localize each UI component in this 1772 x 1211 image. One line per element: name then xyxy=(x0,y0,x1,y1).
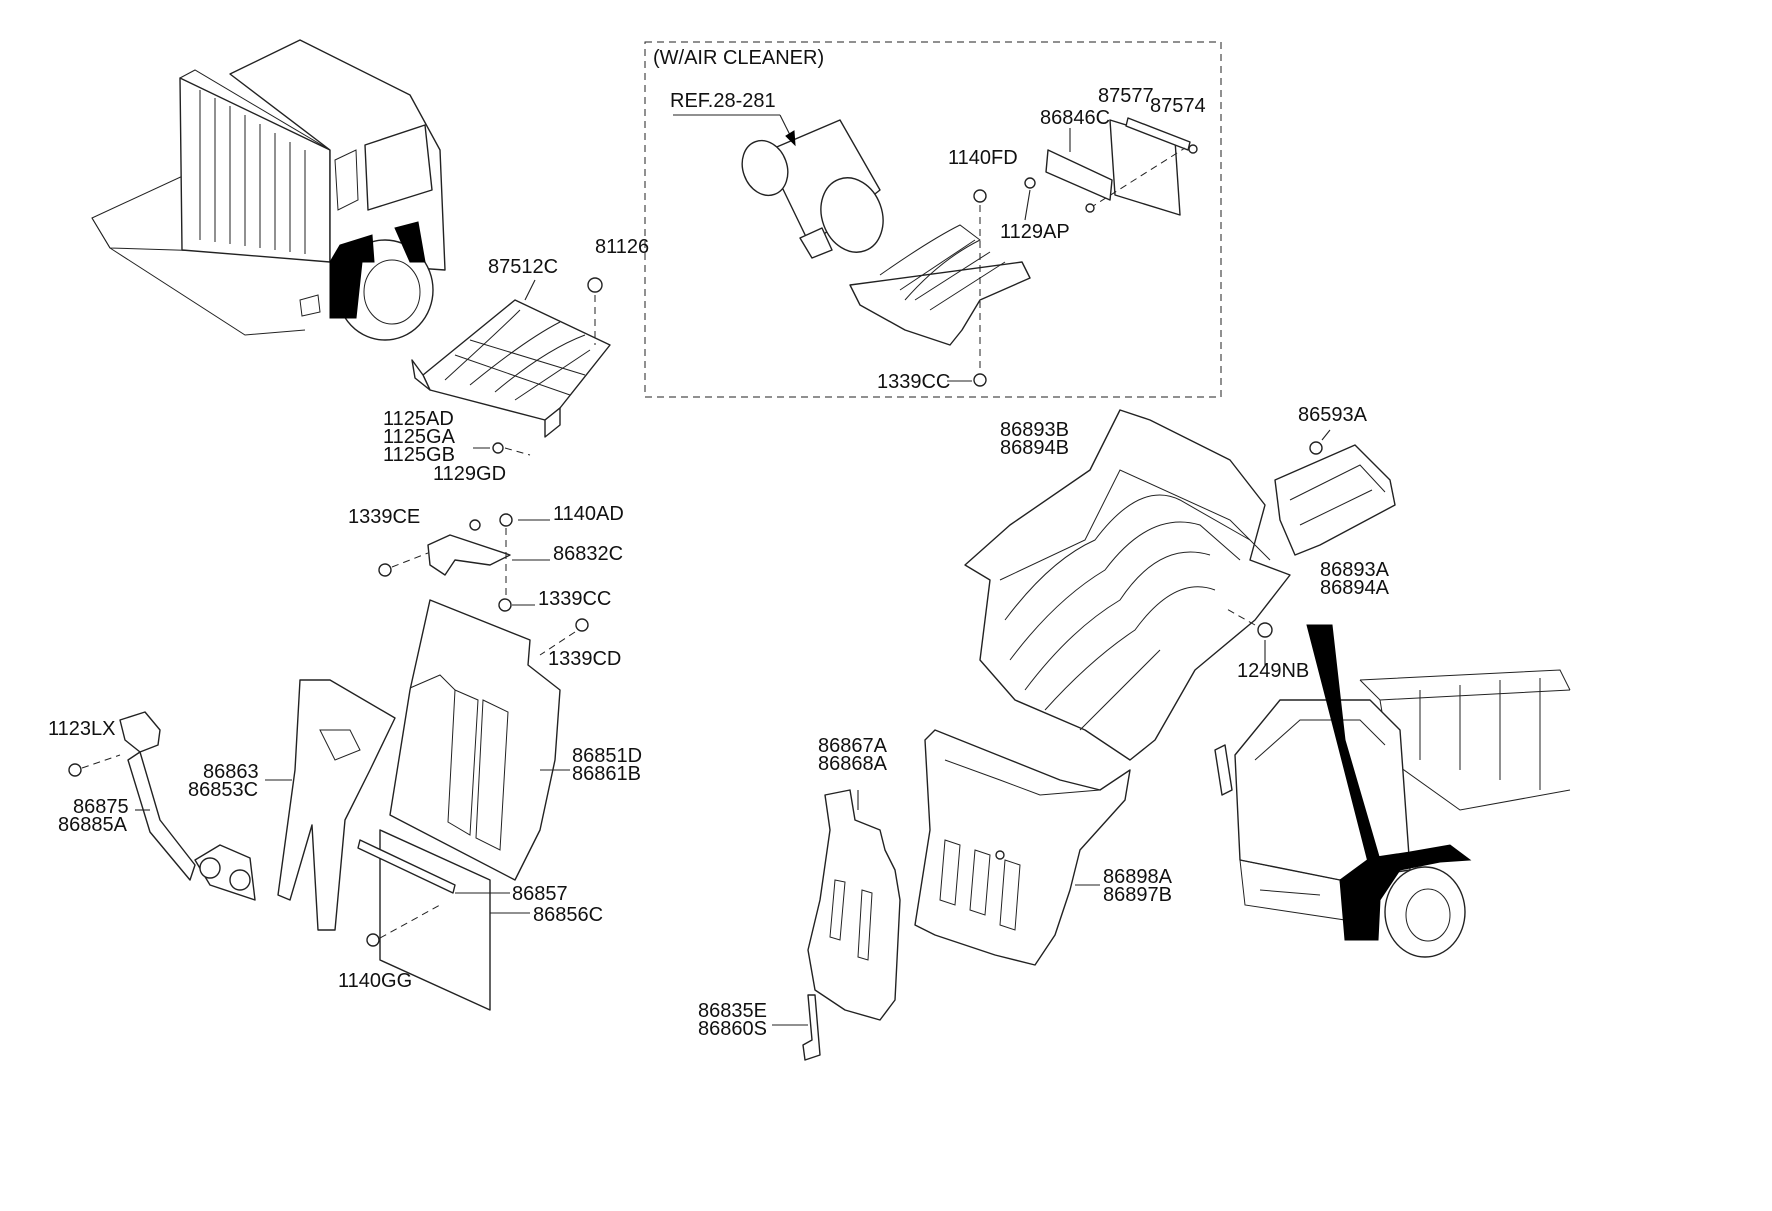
stay-86863-illustration xyxy=(265,679,396,931)
label-1140fd: 1140FD xyxy=(948,147,1018,169)
label-1249nb: 1249NB xyxy=(1237,660,1309,682)
fender-86898a-illustration xyxy=(914,729,1131,966)
label-86867a: 86867A xyxy=(818,735,888,757)
support-arm-86875-illustration xyxy=(68,711,256,901)
label-1125gb: 1125GB xyxy=(383,444,455,466)
mudguard-86851d-illustration xyxy=(389,599,589,881)
label-81126: 81126 xyxy=(595,236,649,258)
air-cleaner-bracket-illustration xyxy=(849,224,1031,346)
label-86860s: 86860S xyxy=(698,1018,767,1040)
fasteners-inset xyxy=(973,144,1198,387)
label-87512c: 87512C xyxy=(488,256,558,278)
label-86861b: 86861B xyxy=(572,763,641,785)
stay-86867a-illustration xyxy=(807,789,901,1021)
label-86898a: 86898A xyxy=(1103,866,1173,888)
label-1125ad: 1125AD xyxy=(383,408,454,430)
label-86593a: 86593A xyxy=(1298,404,1368,426)
label-1140gg: 1140GG xyxy=(338,970,412,992)
air-cleaner-inset xyxy=(644,41,1222,398)
label-86835e: 86835E xyxy=(698,1000,767,1022)
part-labels: (W/AIR CLEANER) REF.28-281 87577 87574 8… xyxy=(48,47,1390,1040)
truck-rear-view-illustration xyxy=(91,39,446,341)
label-1339cc-inset: 1339CC xyxy=(877,371,950,393)
label-1129ap: 1129AP xyxy=(1000,221,1070,243)
label-86853c: 86853C xyxy=(188,779,258,801)
mud-flap-inset-illustration xyxy=(1045,117,1191,216)
stay-86593a-illustration xyxy=(1274,429,1396,556)
air-cleaner-illustration xyxy=(741,119,884,259)
label-1123lx: 1123LX xyxy=(48,718,115,740)
bracket-86835e-illustration xyxy=(772,994,821,1061)
label-86893b: 86893B xyxy=(1000,419,1069,441)
label-87577: 87577 xyxy=(1098,85,1154,107)
label-1140ad: 1140AD xyxy=(553,503,624,525)
label-86857: 86857 xyxy=(512,883,568,905)
label-86894a: 86894A xyxy=(1320,577,1390,599)
label-1339cc: 1339CC xyxy=(538,588,611,610)
label-86885a: 86885A xyxy=(58,814,128,836)
label-86832c: 86832C xyxy=(553,543,623,565)
mudguard-stay-87512c-illustration xyxy=(411,277,611,456)
label-86846c: 86846C xyxy=(1040,107,1110,129)
truck-front-view-illustration xyxy=(1214,624,1571,958)
bracket-86832c-illustration xyxy=(378,513,550,612)
label-1339cd: 1339CD xyxy=(548,648,621,670)
label-1129gd: 1129GD xyxy=(433,463,506,485)
label-86897b: 86897B xyxy=(1103,884,1172,906)
label-86863: 86863 xyxy=(203,761,259,783)
label-86851d: 86851D xyxy=(572,745,642,767)
label-86875: 86875 xyxy=(73,796,129,818)
label-1125ga: 1125GA xyxy=(383,426,456,448)
mud-flap-86856c-illustration xyxy=(357,829,530,1011)
label-86868a: 86868A xyxy=(818,753,888,775)
label-ref-28-281: REF.28-281 xyxy=(670,90,776,112)
label-87574: 87574 xyxy=(1150,95,1206,117)
label-86894b: 86894B xyxy=(1000,437,1069,459)
front-fender-86893b-illustration xyxy=(964,409,1291,761)
label-86893a: 86893A xyxy=(1320,559,1390,581)
label-86856c: 86856C xyxy=(533,904,603,926)
inset-title: (W/AIR CLEANER) xyxy=(653,47,824,69)
label-1339ce: 1339CE xyxy=(348,506,420,528)
